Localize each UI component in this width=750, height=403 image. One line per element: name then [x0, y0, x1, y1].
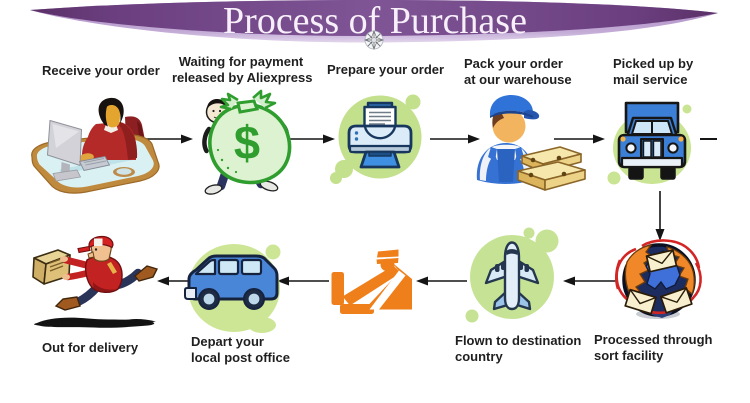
svg-text:$: $ [234, 116, 260, 169]
